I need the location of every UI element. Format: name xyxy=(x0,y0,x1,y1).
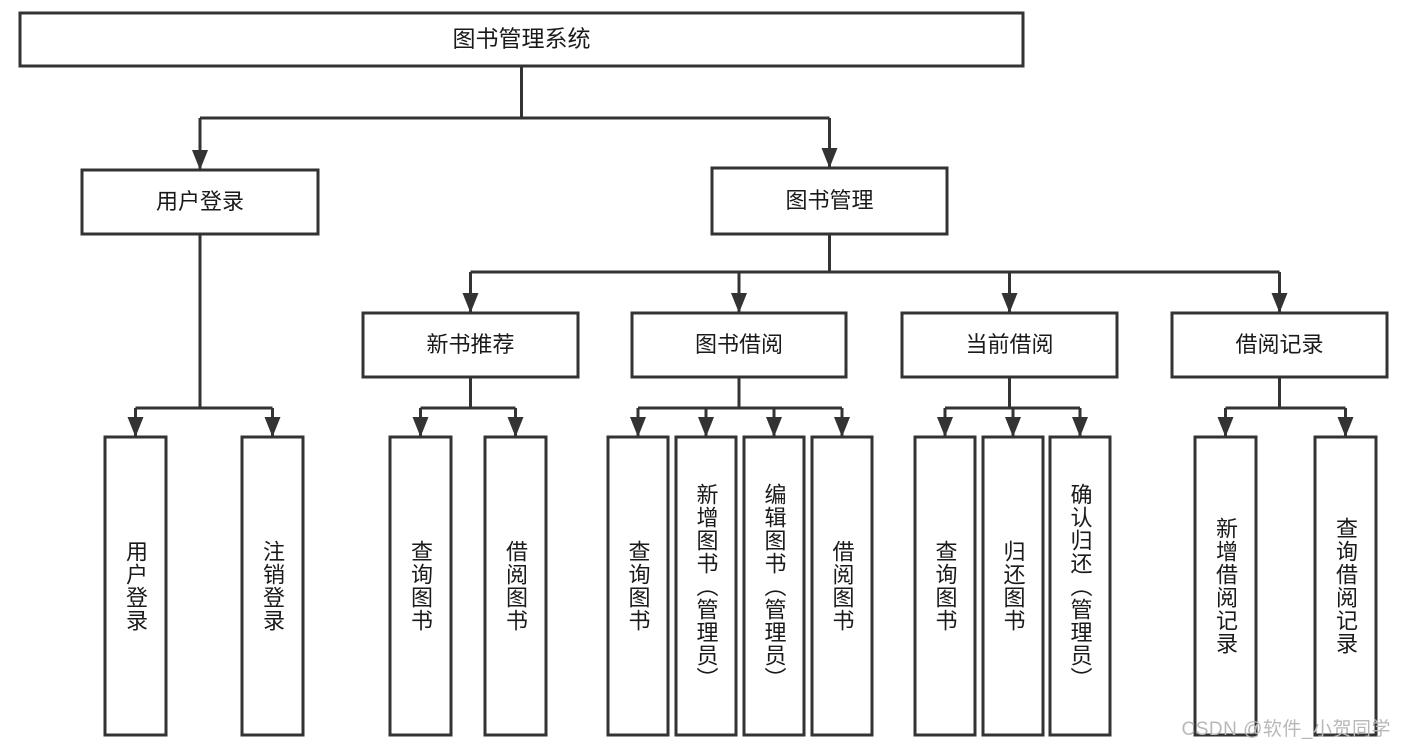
node-box-query-borrow-record[interactable] xyxy=(1313,435,1378,737)
arrow-head-icon-query-borrow-record xyxy=(1337,417,1354,437)
csdn-watermark: CSDN @软件_小贺同学 xyxy=(1181,719,1391,740)
node-box-borrow-book-2[interactable] xyxy=(810,435,874,737)
node-box-user-login[interactable] xyxy=(80,168,320,236)
node-label-current-borrow: 当前借阅 xyxy=(965,332,1053,357)
arrow-head-icon-query-book-1 xyxy=(412,417,429,437)
arrow-head-icon-borrow-book-1 xyxy=(507,417,524,437)
arrow-head-icon-query-book-3 xyxy=(937,417,953,437)
node-label-borrow-record: 借阅记录 xyxy=(1235,332,1323,357)
node-label-book-borrow: 图书借阅 xyxy=(695,332,783,357)
node-box-user-login-do[interactable] xyxy=(103,435,168,737)
node-box-add-book[interactable] xyxy=(674,435,738,737)
node-box-book-borrow[interactable] xyxy=(630,311,848,379)
node-label-book-manage: 图书管理 xyxy=(785,188,873,213)
arrow-head-icon-borrow-record xyxy=(1271,293,1288,313)
node-box-query-book-1[interactable] xyxy=(388,435,453,737)
node-box-return-book[interactable] xyxy=(981,435,1045,737)
node-box-current-borrow[interactable] xyxy=(900,311,1119,379)
arrow-head-icon-current-borrow xyxy=(1001,293,1018,313)
arrow-head-icon-borrow-book-2 xyxy=(834,417,850,437)
node-box-user-logout[interactable] xyxy=(240,435,305,737)
node-box-layer xyxy=(18,11,1389,737)
node-box-new-book-recommend[interactable] xyxy=(361,311,580,379)
node-box-confirm-return[interactable] xyxy=(1048,435,1112,737)
arrow-head-icon-user-logout xyxy=(264,417,281,437)
node-box-edit-book[interactable] xyxy=(742,435,806,737)
node-box-borrow-book-1[interactable] xyxy=(483,435,548,737)
node-box-book-manage[interactable] xyxy=(710,166,949,236)
arrow-head-icon-add-borrow-record xyxy=(1217,417,1234,437)
arrow-head-icon-query-book-2 xyxy=(630,417,646,437)
arrow-head-icon-new-book-recommend xyxy=(462,293,479,313)
arrow-head-icon-confirm-return xyxy=(1072,417,1088,437)
node-label-user-login: 用户登录 xyxy=(156,189,244,214)
node-label-root: 图书管理系统 xyxy=(453,26,591,52)
node-box-add-borrow-record[interactable] xyxy=(1193,435,1258,737)
arrow-head-icon-user-login-do xyxy=(127,417,144,437)
node-label-new-book-recommend: 新书推荐 xyxy=(426,332,514,357)
arrow-head-icon-return-book xyxy=(1005,417,1021,437)
node-box-query-book-2[interactable] xyxy=(606,435,670,737)
arrow-head-icon-edit-book xyxy=(766,417,782,437)
node-box-borrow-record[interactable] xyxy=(1170,311,1389,379)
arrow-head-icon-add-book xyxy=(698,417,714,437)
node-box-root[interactable] xyxy=(18,11,1025,68)
connector-layer xyxy=(127,66,1354,437)
arrow-head-icon-user-login xyxy=(192,150,208,170)
node-box-query-book-3[interactable] xyxy=(913,435,977,737)
arrow-head-icon-book-manage xyxy=(821,148,838,168)
arrow-head-icon-book-borrow xyxy=(731,293,747,313)
